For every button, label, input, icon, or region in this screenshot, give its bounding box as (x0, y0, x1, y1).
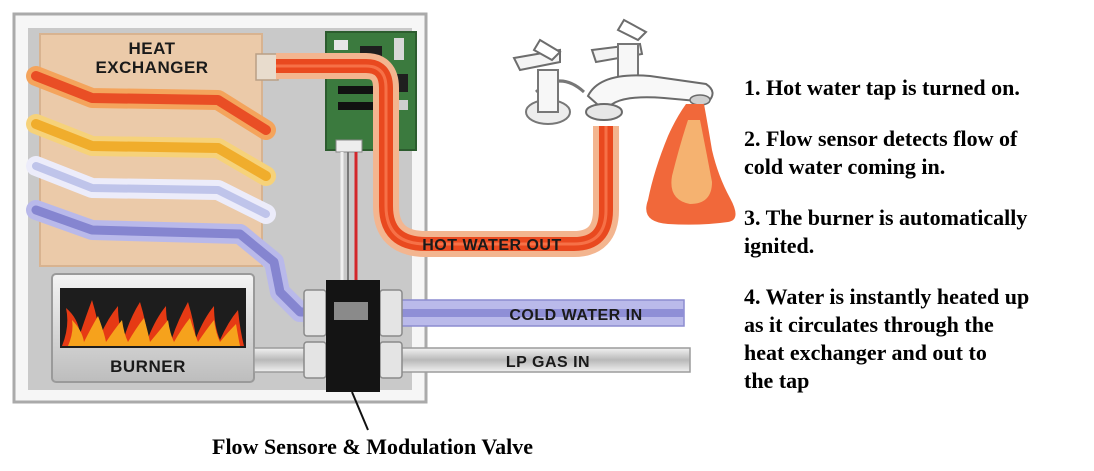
heat-exchanger-label-line2: EXCHANGER (95, 58, 208, 77)
burner-label: BURNER (110, 357, 186, 376)
hot-water-out-label: HOT WATER OUT (422, 237, 562, 254)
hot-outlet-fitting (255, 53, 279, 81)
control-board (325, 31, 417, 153)
heat-exchanger-label-line1: HEAT (128, 39, 175, 58)
step-2: 2. Flow sensor detects flow of cold wate… (744, 126, 1018, 179)
flow-sensor-window (334, 302, 368, 320)
lp-gas-in-label: LP GAS IN (506, 354, 590, 371)
pipe-fittings (303, 289, 403, 379)
step-1: 1. Hot water tap is turned on. (744, 75, 1020, 100)
step-3: 3. The burner is automatically ignited. (744, 205, 1028, 258)
steps-list: 1. Hot water tap is turned on. 2. Flow s… (744, 74, 1089, 418)
step-4: 4. Water is instantly heated up as it ci… (744, 284, 1030, 393)
cold-water-in-label: COLD WATER IN (509, 307, 642, 324)
exchanger-coils (26, 66, 330, 322)
faucet-icon (512, 18, 714, 125)
flow-sensor-valve (326, 280, 380, 392)
flame-icon (62, 300, 244, 346)
caption-pointer-line (351, 391, 369, 431)
valve-caption: Flow Sensore & Modulation Valve (212, 434, 534, 459)
